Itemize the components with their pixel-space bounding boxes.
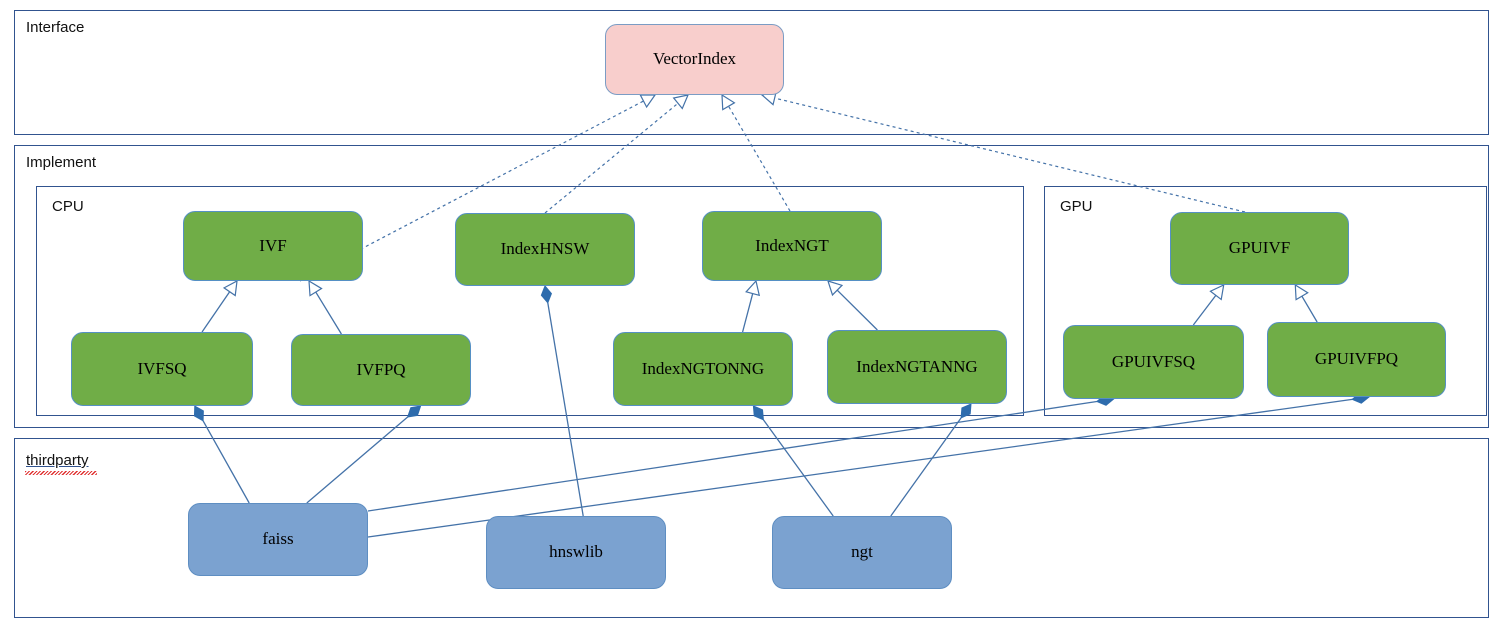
- group-label-implement: Implement: [26, 154, 97, 171]
- node-label: ngt: [851, 542, 873, 562]
- node-label: GPUIVFSQ: [1111, 351, 1196, 371]
- node-hnswlib[interactable]: hnswlib: [486, 516, 666, 589]
- group-label-thirdparty: thirdparty: [26, 452, 89, 469]
- node-label: IVF: [259, 235, 287, 255]
- node-ivf[interactable]: IVF: [183, 211, 363, 281]
- node-ivfsq[interactable]: IVFSQ: [71, 332, 253, 406]
- node-label: IVFPQ: [356, 359, 406, 379]
- node-label: IndexNGTANNG: [856, 356, 978, 376]
- node-label: GPUIVFPQ: [1314, 349, 1399, 369]
- node-label: IndexHNSW: [500, 239, 590, 259]
- node-vectorindex[interactable]: VectorIndex: [605, 24, 784, 95]
- node-label: hnswlib: [549, 542, 603, 562]
- node-indexngt[interactable]: IndexNGT: [702, 211, 882, 281]
- node-label: VectorIndex: [652, 49, 737, 69]
- group-label-interface: Interface: [26, 19, 85, 36]
- spellcheck-squiggle-icon: [25, 471, 97, 475]
- node-gpuivfpq[interactable]: GPUIVFPQ: [1267, 322, 1446, 397]
- node-ivfpq[interactable]: IVFPQ: [291, 334, 471, 406]
- node-indexngtonng[interactable]: IndexNGTONNG: [613, 332, 793, 406]
- node-ngt[interactable]: ngt: [772, 516, 952, 589]
- node-gpuivfsq[interactable]: GPUIVFSQ: [1063, 325, 1244, 399]
- node-label: IndexNGT: [755, 235, 829, 255]
- node-label: IVFSQ: [137, 358, 187, 378]
- node-indexngtanng[interactable]: IndexNGTANNG: [827, 330, 1007, 404]
- node-indexhnsw[interactable]: IndexHNSW: [455, 213, 635, 286]
- group-label-gpu: GPU: [1060, 198, 1093, 215]
- group-label-cpu: CPU: [52, 198, 84, 215]
- node-gpuivf[interactable]: GPUIVF: [1170, 212, 1349, 285]
- node-label: GPUIVF: [1228, 238, 1291, 258]
- node-faiss[interactable]: faiss: [188, 503, 368, 576]
- node-label: faiss: [262, 529, 294, 549]
- node-label: IndexNGTONNG: [641, 358, 765, 378]
